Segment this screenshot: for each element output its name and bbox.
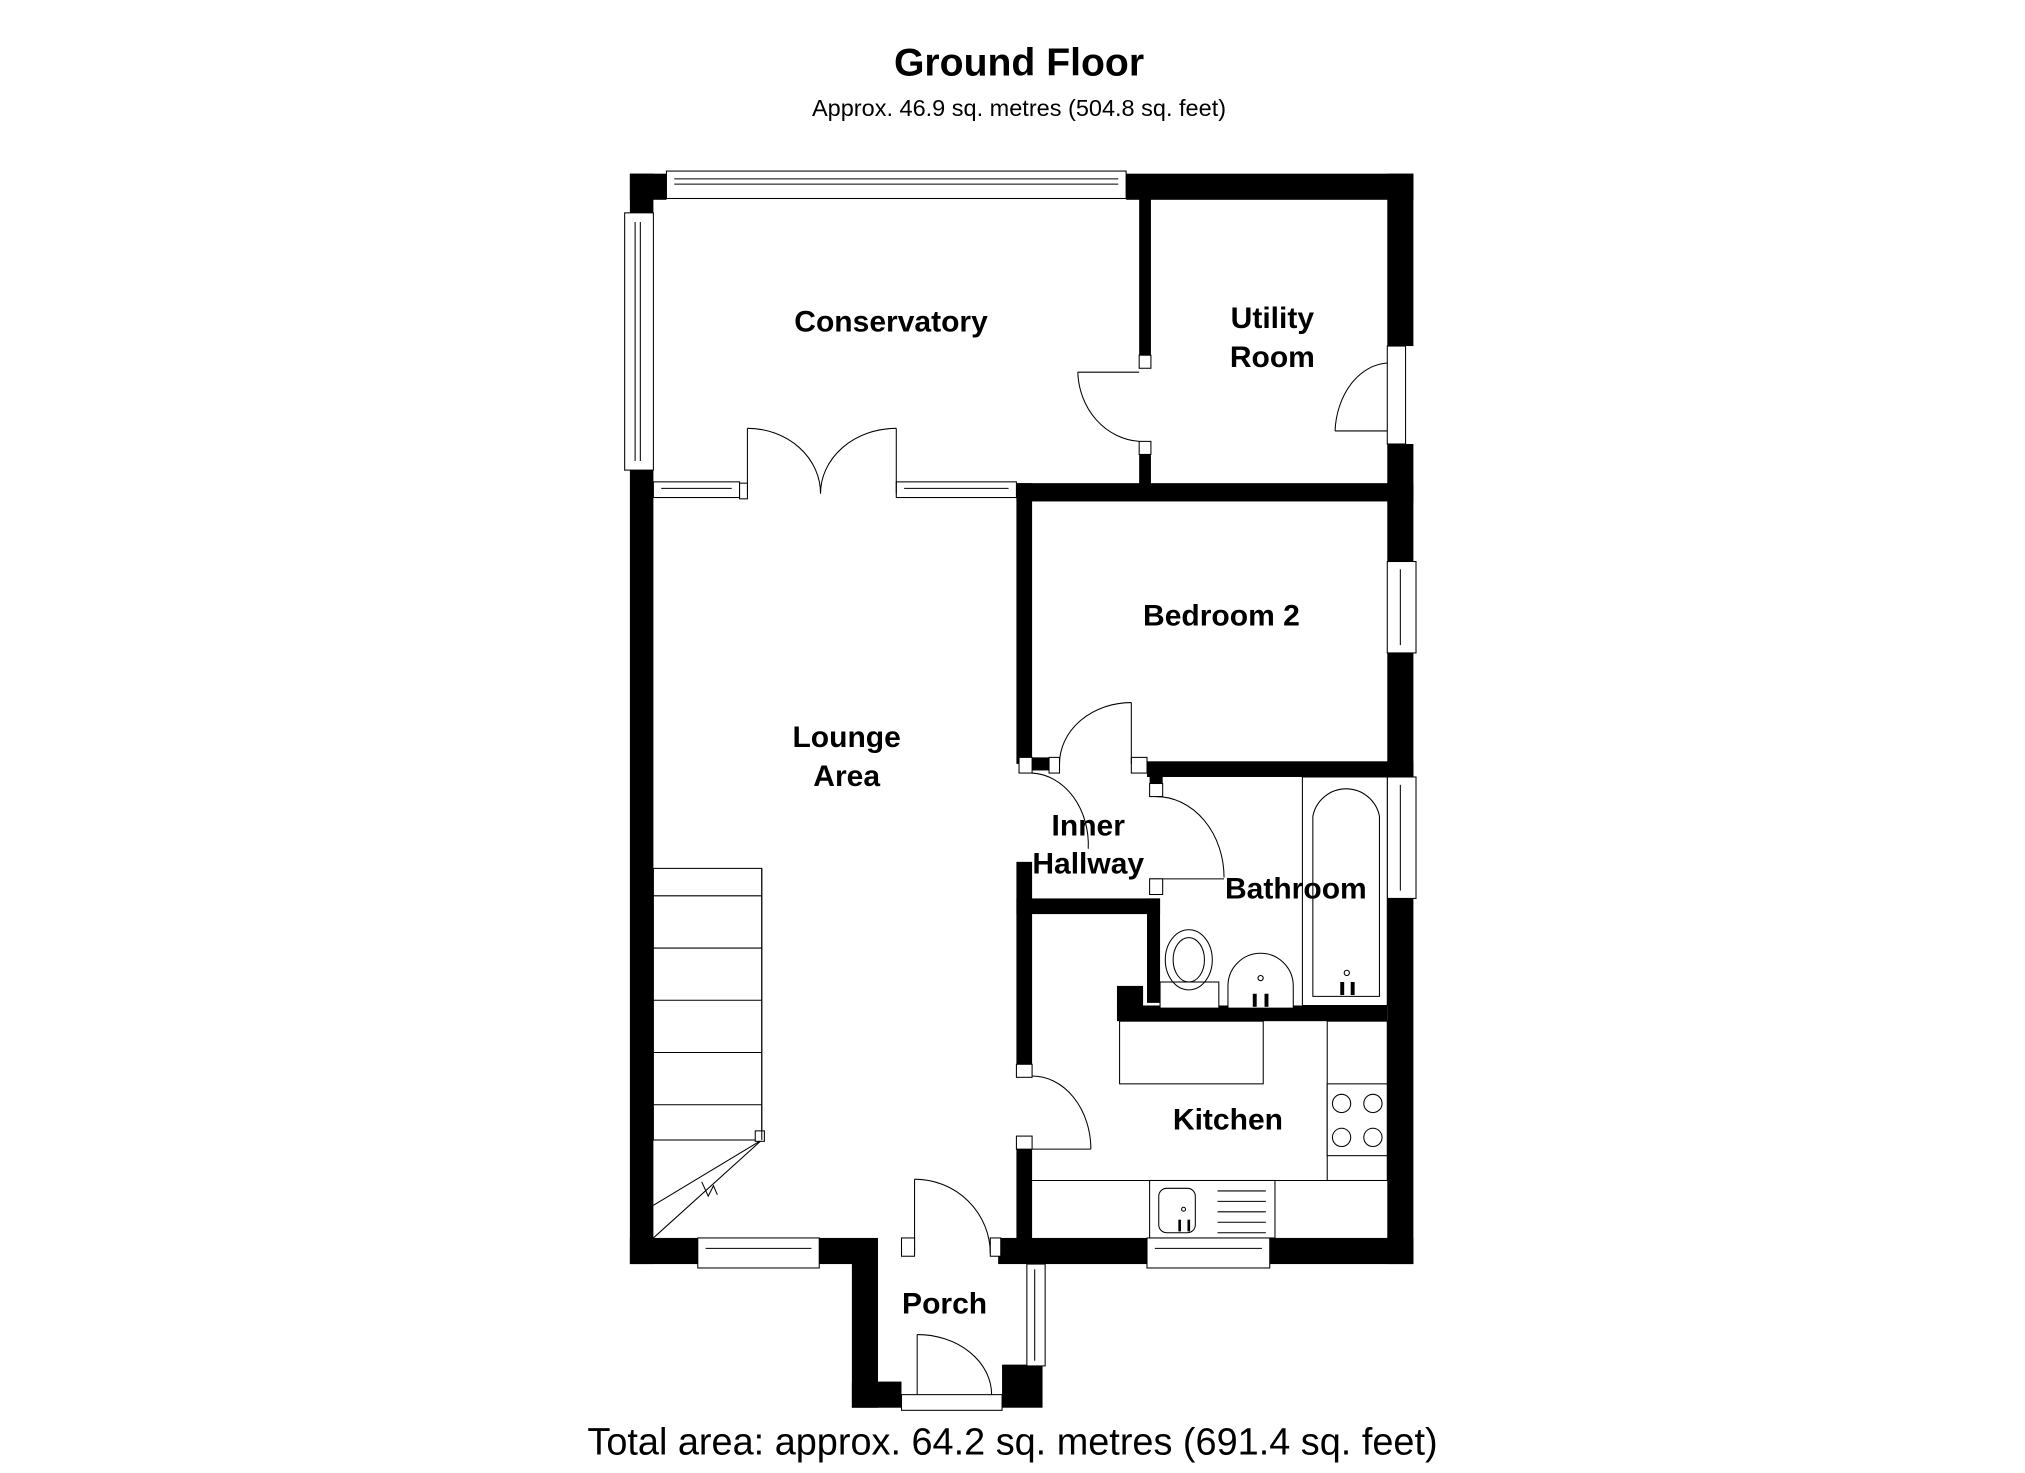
doors xyxy=(739,354,1388,1395)
floor-title: Ground Floor xyxy=(894,42,1144,85)
room-label-bedroom-2: Bedroom 2 xyxy=(1143,600,1300,633)
room-label-bathroom: Bathroom xyxy=(1225,872,1367,905)
walls xyxy=(629,173,1414,1408)
total-area: Total area: approx. 64.2 sq. metres (691… xyxy=(587,1422,1437,1464)
room-label-inner-hallway-line1: Inner xyxy=(1052,810,1126,843)
stairs xyxy=(652,867,765,1239)
room-label-kitchen: Kitchen xyxy=(1173,1104,1283,1137)
room-label-lounge-line2: Area xyxy=(813,760,880,793)
kitchen-fixtures xyxy=(1032,1020,1388,1239)
room-label-utility-line2: Room xyxy=(1230,341,1315,374)
room-label-lounge-line1: Lounge xyxy=(792,721,900,754)
room-label-inner-hallway-line2: Hallway xyxy=(1032,848,1144,881)
room-label-conservatory: Conservatory xyxy=(794,306,988,339)
windows xyxy=(624,170,1417,1411)
room-label-porch: Porch xyxy=(902,1288,987,1321)
bathroom-fixtures xyxy=(1159,776,1388,1009)
room-label-utility-line1: Utility xyxy=(1231,302,1315,335)
floor-area-subtitle: Approx. 46.9 sq. metres (504.8 sq. feet) xyxy=(812,95,1226,121)
room-labels: Conservatory Utility Room Bedroom 2 Loun… xyxy=(792,302,1366,1321)
